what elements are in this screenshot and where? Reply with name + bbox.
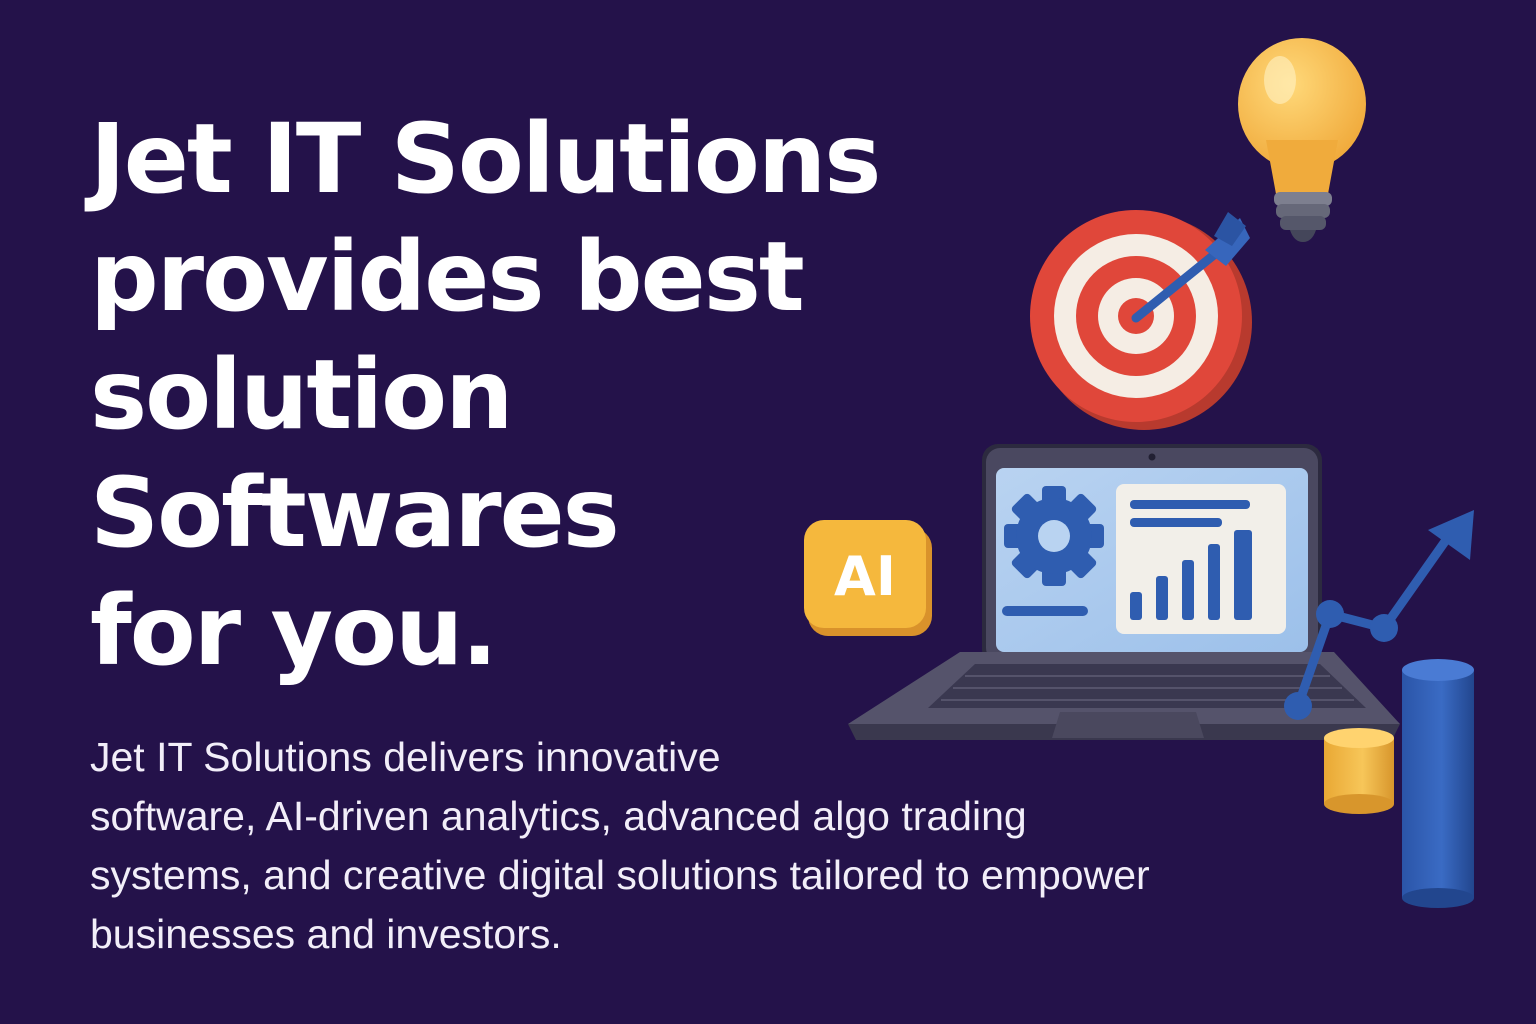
ai-badge-text: AI [834, 545, 896, 608]
bar-chart-icon [1116, 484, 1286, 634]
laptop-keyboard [941, 675, 1354, 701]
trend-arrow-icon [1284, 510, 1474, 720]
lightbulb-icon [1238, 38, 1366, 242]
hero-headline: Jet IT Solutions provides best solution … [90, 100, 1010, 690]
headline-line: solution [90, 339, 513, 451]
description-line: Jet IT Solutions delivers innovative [90, 734, 721, 780]
description-line: businesses and investors. [90, 911, 562, 957]
gear-icon [1004, 486, 1104, 586]
hero-description: Jet IT Solutions delivers innovative sof… [90, 728, 1150, 964]
cylinder-bars-icon [1324, 659, 1474, 908]
headline-line: provides best [90, 221, 805, 333]
headline-line: Jet IT Solutions [90, 103, 881, 215]
ai-badge-icon: AI [804, 520, 932, 636]
headline-line: for you. [90, 575, 498, 687]
headline-line: Softwares [90, 457, 620, 569]
description-line: software, AI-driven analytics, advanced … [90, 793, 1027, 839]
screen-line [1002, 606, 1088, 616]
description-line: systems, and creative digital solutions … [90, 852, 1150, 898]
dart-icon [1131, 212, 1250, 323]
